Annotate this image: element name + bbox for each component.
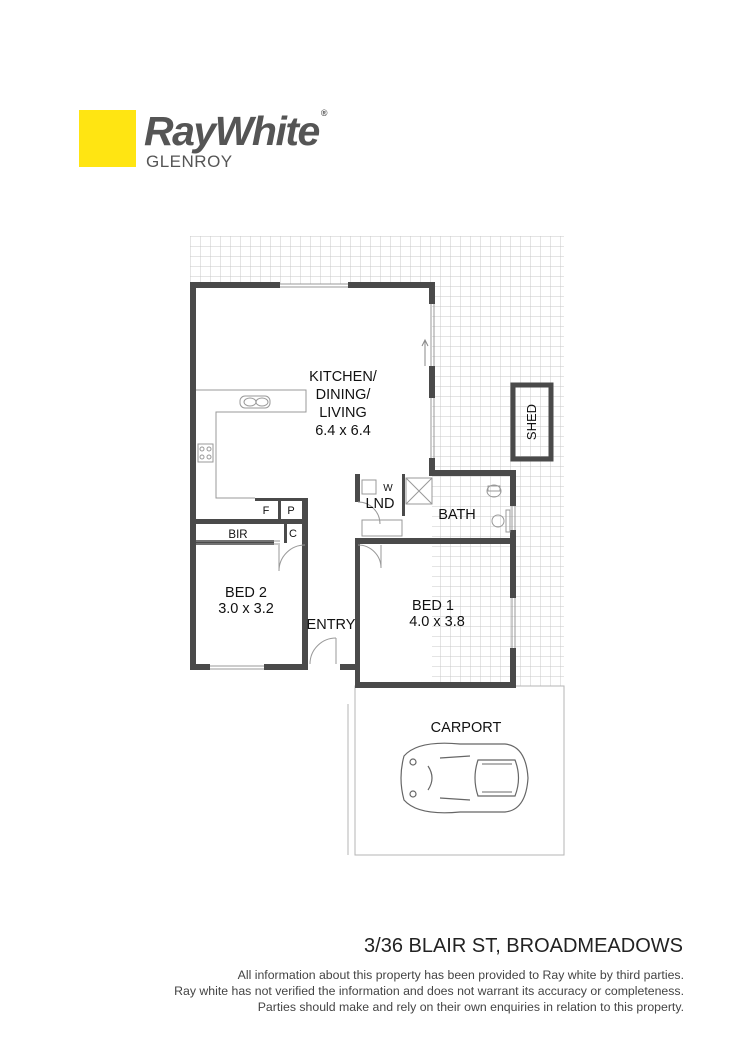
kitchen-label-line2: DINING/ <box>316 387 372 403</box>
yard-grid <box>190 236 564 686</box>
walls <box>190 282 554 688</box>
brand-name-text: RayWhite <box>144 108 320 154</box>
brand-branch: GLENROY <box>146 152 233 171</box>
registered-mark: ® <box>320 108 328 118</box>
bed2-label: BED 2 <box>225 585 267 601</box>
doors <box>196 501 382 665</box>
bed2-size: 3.0 x 3.2 <box>218 601 274 617</box>
bath-label: BATH <box>438 507 476 523</box>
laundry-label: LND <box>365 496 394 512</box>
disclaimer: All information about this property has … <box>124 967 684 1015</box>
kitchen-label-line1: KITCHEN/ <box>309 369 378 385</box>
disclaimer-line: Ray white has not verified the informati… <box>174 984 684 998</box>
kitchen-label-line3: LIVING <box>319 405 367 421</box>
windows <box>210 283 516 670</box>
pantry-label: P <box>287 505 294 517</box>
property-address: 3/36 BLAIR ST, BROADMEADOWS <box>364 935 683 957</box>
bed1-size: 4.0 x 3.8 <box>409 614 465 630</box>
bed1-label: BED 1 <box>412 598 454 614</box>
disclaimer-line: All information about this property has … <box>237 968 684 982</box>
shed-label: SHED <box>524 404 539 440</box>
bir-label: BIR <box>228 529 247 541</box>
brand-logo: RayWhite® GLENROY <box>79 108 379 180</box>
car-icon <box>400 742 529 814</box>
fridge-label: F <box>263 505 270 517</box>
kitchen-size: 6.4 x 6.4 <box>315 423 371 439</box>
cupboard-label: C <box>289 528 297 540</box>
brand-square-logo <box>79 110 136 167</box>
disclaimer-line: Parties should make and rely on their ow… <box>257 1000 684 1014</box>
room-labels: KITCHEN/ DINING/ LIVING 6.4 x 6.4 BED 2 … <box>218 369 539 736</box>
brand-name: RayWhite® <box>144 108 328 155</box>
bath-fixtures <box>361 477 511 537</box>
washer-label: W <box>383 483 393 494</box>
kitchen-bench <box>196 338 429 499</box>
carport-label: CARPORT <box>431 720 502 736</box>
entry-label: ENTRY <box>307 617 356 633</box>
